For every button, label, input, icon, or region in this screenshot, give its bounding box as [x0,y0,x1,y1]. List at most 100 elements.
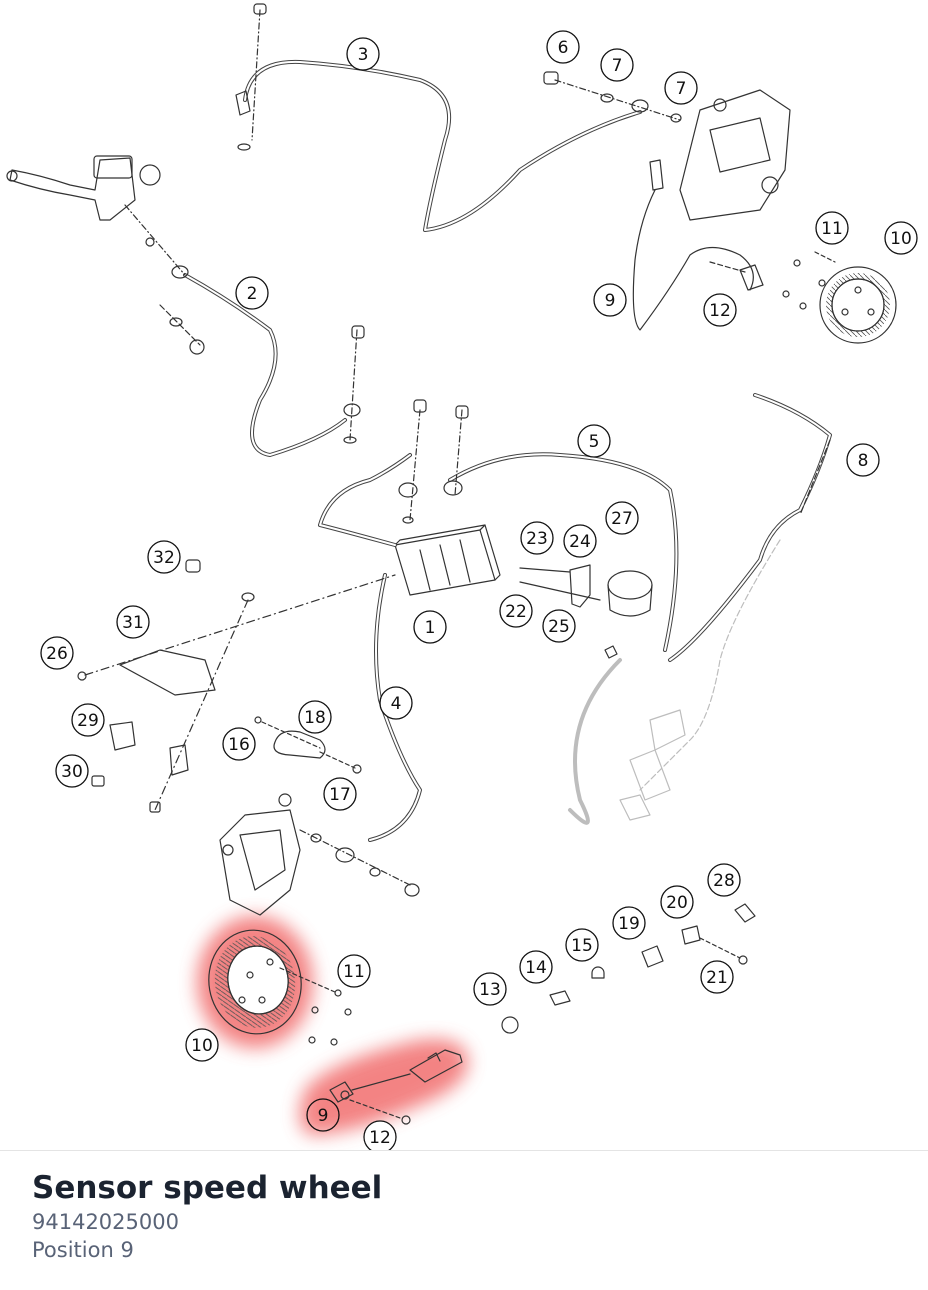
callout-22[interactable]: 22 [499,594,533,628]
callout-32[interactable]: 32 [147,540,181,574]
callout-9[interactable]: 9 [593,283,627,317]
callout-5[interactable]: 5 [577,424,611,458]
callout-12[interactable]: 12 [363,1120,397,1150]
callout-label: 18 [304,708,326,728]
callout-7[interactable]: 7 [664,71,698,105]
callout-circle [298,700,332,734]
front-brake-caliper [219,793,301,916]
callout-label: 11 [821,219,843,239]
callout-label: 10 [191,1036,213,1056]
callout-30[interactable]: 30 [55,754,89,788]
callout-label: 7 [676,79,687,99]
callout-circle [306,1098,340,1132]
callout-circle [703,293,737,327]
callout-4[interactable]: 4 [379,686,413,720]
callout-11[interactable]: 11 [815,211,849,245]
callout-circle [520,521,554,555]
callout-24[interactable]: 24 [563,524,597,558]
callout-label: 21 [706,968,728,988]
callout-circle [40,636,74,670]
callout-label: 14 [525,958,547,978]
callout-circle [593,283,627,317]
callout-26[interactable]: 26 [40,636,74,670]
divider [0,1150,928,1151]
callout-label: 24 [569,532,591,552]
part-title: Sensor speed wheel [32,1170,383,1206]
callout-label: 31 [122,613,144,633]
callout-label: 6 [558,38,569,58]
callout-6[interactable]: 6 [546,30,580,64]
callout-circle [546,30,580,64]
rear-master-cylinder-ghost [568,539,781,825]
callout-circle [815,211,849,245]
callout-10[interactable]: 10 [884,221,918,255]
callout-8[interactable]: 8 [846,443,880,477]
callout-17[interactable]: 17 [323,777,357,811]
callout-label: 28 [713,871,735,891]
callout-circle [71,703,105,737]
callout-circle [379,686,413,720]
callout-21[interactable]: 21 [700,960,734,994]
callout-31[interactable]: 31 [116,605,150,639]
callout-circle [519,950,553,984]
callout-10[interactable]: 10 [185,1028,219,1062]
brake-fluid-reservoir [607,570,653,600]
callout-2[interactable]: 2 [235,276,269,310]
callout-7[interactable]: 7 [600,48,634,82]
callout-28[interactable]: 28 [707,863,741,897]
callout-circle [222,727,256,761]
bracket-28 [734,903,756,923]
rear-brake-caliper [679,89,791,221]
callout-label: 23 [526,529,548,549]
callout-27[interactable]: 27 [605,501,639,535]
callout-label: 8 [858,451,869,471]
callout-1[interactable]: 1 [413,610,447,644]
callout-15[interactable]: 15 [565,928,599,962]
callout-25[interactable]: 25 [542,609,576,643]
callout-19[interactable]: 19 [612,906,646,940]
speed-sensor-rear [632,159,764,331]
callout-circle [116,605,150,639]
callout-circle [473,972,507,1006]
holder-19 [641,945,664,968]
callout-circle [884,221,918,255]
callout-label: 20 [666,893,688,913]
callout-circle [363,1120,397,1150]
clip-14 [549,990,571,1006]
callout-circle [323,777,357,811]
callout-13[interactable]: 13 [473,972,507,1006]
hose-clamp [254,716,362,774]
callout-circle [55,754,89,788]
callout-label: 1 [425,618,436,638]
abs-hydraulic-unit [394,524,501,596]
callout-label: 22 [505,602,527,622]
callout-circle [707,863,741,897]
callout-label: 32 [153,548,175,568]
callout-11[interactable]: 11 [337,954,371,988]
callout-label: 19 [618,914,640,934]
callout-29[interactable]: 29 [71,703,105,737]
callout-label: 25 [548,617,570,637]
callout-label: 2 [247,284,258,304]
callout-label: 17 [329,785,351,805]
callout-label: 4 [391,694,402,714]
callout-label: 26 [46,644,68,664]
damper-29 [109,721,136,751]
callout-label: 16 [228,735,250,755]
callout-circle [605,501,639,535]
part-info-panel: Sensor speed wheel 94142025000 Position … [32,1168,904,1264]
callout-3[interactable]: 3 [346,37,380,71]
callout-circle [660,885,694,919]
callout-23[interactable]: 23 [520,521,554,555]
tone-wheel-rear [819,266,897,344]
callout-circle [577,424,611,458]
callout-16[interactable]: 16 [222,727,256,761]
callout-label: 27 [611,509,633,529]
callout-14[interactable]: 14 [519,950,553,984]
callout-20[interactable]: 20 [660,885,694,919]
callout-18[interactable]: 18 [298,700,332,734]
screws-11-top [782,251,836,310]
callout-12[interactable]: 12 [703,293,737,327]
callout-9[interactable]: 9 [306,1098,340,1132]
callout-label: 9 [605,291,616,311]
